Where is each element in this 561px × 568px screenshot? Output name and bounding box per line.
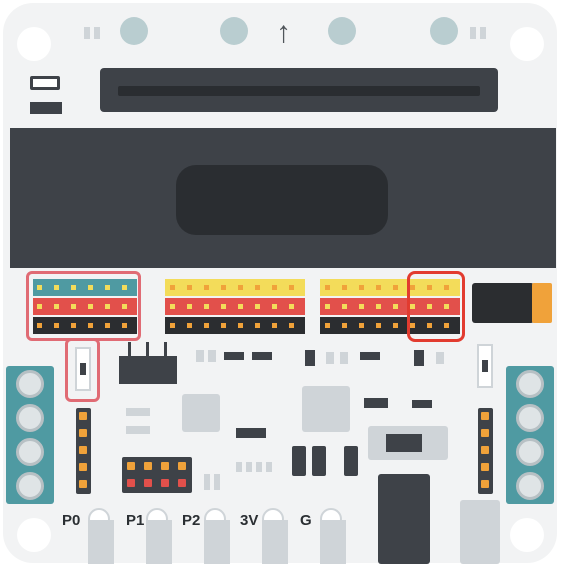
voltage-regulator: [119, 356, 177, 384]
header-group-left: [33, 279, 137, 336]
screw-right-4-icon: [516, 472, 544, 500]
pad-label-p2: P2: [182, 512, 201, 529]
pad-label-3v: 3V: [240, 512, 259, 529]
transistor-1: [224, 352, 244, 360]
smd-part-g: [126, 426, 150, 434]
capacitor-2: [312, 446, 326, 476]
transistor-3: [305, 350, 315, 366]
screw-left-2-icon: [16, 404, 44, 432]
led-1: [120, 17, 148, 45]
vertical-header-right: [478, 408, 493, 494]
smd-row-6: [214, 474, 220, 490]
slide-switch-left: [75, 347, 91, 391]
slide-switch-left-highlight: [65, 338, 100, 402]
battery-connector: [472, 283, 534, 323]
pad-g-strip: [320, 520, 346, 564]
smd-part-a: [196, 350, 204, 362]
regulator-leg-3: [164, 342, 167, 356]
header-group-center: [165, 279, 305, 336]
pad-p0-strip: [88, 520, 114, 564]
pad-label-p1: P1: [126, 512, 145, 529]
crystal: [302, 386, 350, 432]
capacitor-3: [344, 446, 358, 476]
smd-row-1: [236, 462, 242, 472]
dc-power-jack: [378, 474, 430, 564]
ic-chip: [236, 428, 266, 438]
pad-p1-strip: [146, 520, 172, 564]
pad-3v-strip: [262, 520, 288, 564]
screw-left-4-icon: [16, 472, 44, 500]
screw-left-3-icon: [16, 438, 44, 466]
smd-diode-2: [412, 400, 432, 408]
transistor-4: [360, 352, 380, 360]
smd-part-f: [126, 408, 150, 416]
led-2: [220, 17, 248, 45]
smd-row-2: [246, 462, 252, 472]
pad-label-p0: P0: [62, 512, 81, 529]
header-group-right: [320, 279, 460, 336]
smd-chip: [30, 102, 62, 114]
mount-hole-bottom-right: [510, 518, 544, 552]
pad-p2-strip: [204, 520, 230, 564]
smd-row-5: [204, 474, 210, 490]
smd-mark-2: [94, 27, 100, 39]
led-3: [328, 17, 356, 45]
smd-row-3: [256, 462, 262, 472]
smd-mark-1: [84, 27, 90, 39]
smd-diode-1: [364, 398, 388, 408]
vertical-header-left: [76, 408, 91, 494]
power-switch-knob: [386, 434, 422, 452]
smd-mark-4: [480, 27, 486, 39]
usb-port: [460, 500, 500, 564]
mount-hole-top-left: [17, 27, 51, 61]
led-4: [430, 17, 458, 45]
transistor-2: [252, 352, 272, 360]
socket-window: [176, 165, 388, 235]
inductor: [182, 394, 220, 432]
edge-connector-slot: [100, 68, 498, 112]
battery-connector-tab: [532, 283, 552, 323]
smd-part-d: [340, 352, 348, 364]
pad-label-g: G: [300, 512, 312, 529]
screw-right-2-icon: [516, 404, 544, 432]
smd-part-b: [208, 350, 216, 362]
capacitor-1: [292, 446, 306, 476]
screw-left-1-icon: [16, 370, 44, 398]
screw-right-1-icon: [516, 370, 544, 398]
smd-mark-3: [470, 27, 476, 39]
header-group-right-highlight: [407, 271, 465, 342]
direction-arrow-icon: ↑: [276, 16, 291, 49]
regulator-leg-2: [146, 342, 149, 356]
smd-part-e: [436, 352, 444, 364]
screw-right-3-icon: [516, 438, 544, 466]
smd-resistor: [30, 76, 60, 90]
smd-row-4: [266, 462, 272, 472]
smd-part-c: [326, 352, 334, 364]
transistor-5: [414, 350, 424, 366]
mount-hole-top-right: [510, 27, 544, 61]
slide-switch-right: [477, 344, 493, 388]
header-2x4-bottom: [122, 457, 192, 493]
mount-hole-bottom-left: [17, 518, 51, 552]
regulator-leg-1: [128, 342, 131, 356]
